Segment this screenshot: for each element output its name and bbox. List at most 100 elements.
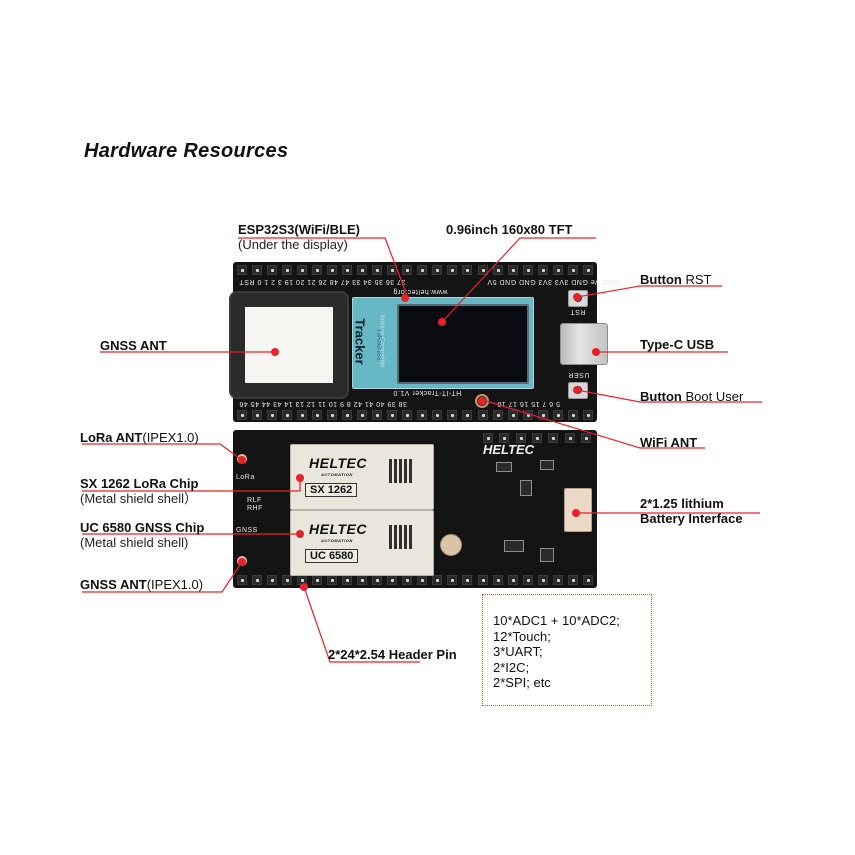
callout-uc6580: UC 6580 GNSS Chip (Metal shield shell) — [80, 520, 204, 550]
header-pin — [327, 575, 338, 585]
header-pin — [252, 575, 263, 585]
dot-header — [300, 583, 308, 591]
header-pin — [282, 575, 293, 585]
header-pin — [402, 575, 413, 585]
tracker-logo: Tracker — [353, 304, 377, 382]
buzzer — [440, 534, 462, 556]
smd-component — [540, 460, 554, 470]
bottom-pin-header — [237, 410, 593, 420]
callout-header-pin: 2*24*2.54 Header Pin — [328, 647, 457, 662]
bottom-pin-labels: 38 39 40 41 42 8 9 10 11 12 13 14 43 44 … — [239, 400, 407, 407]
gnss-patch-surface — [245, 307, 333, 383]
header-pin — [462, 575, 473, 585]
callout-header-label: 2*24*2.54 Header Pin — [328, 647, 457, 662]
board-brand: HELTEC — [483, 442, 534, 457]
header-pin — [447, 265, 458, 275]
peripherals-box: 10*ADC1 + 10*ADC2; 12*Touch; 3*UART; 2*I… — [482, 594, 652, 706]
callout-button-boot: Button Boot User — [640, 389, 743, 404]
smd-component — [540, 548, 554, 562]
leader-rst — [576, 285, 722, 298]
callout-type-c: Type-C USB — [640, 337, 714, 352]
leader-lora-ant — [82, 443, 243, 461]
header-pin — [237, 575, 247, 585]
header-pin — [417, 410, 428, 420]
header-pin — [582, 575, 593, 585]
user-silk: USER — [568, 371, 590, 378]
header-pin — [252, 265, 263, 275]
header-pin — [507, 575, 518, 585]
header-pin — [492, 575, 503, 585]
header-pin — [342, 575, 353, 585]
header-pin — [372, 265, 383, 275]
header-pin — [522, 410, 533, 420]
header-pin — [312, 265, 323, 275]
header-pin — [462, 410, 473, 420]
callout-gnss-ipex-bold: GNSS ANT — [80, 577, 147, 592]
header-pin — [567, 410, 578, 420]
callout-rst-rest: RST — [681, 272, 712, 287]
type-c-usb-port[interactable] — [560, 323, 608, 365]
header-pin — [342, 265, 353, 275]
gnss-silk: GNSS — [236, 527, 258, 534]
uc6580-qr-code — [389, 525, 413, 549]
dot-sx1262 — [296, 474, 304, 482]
callout-lora-ant: LoRa ANT(IPEX1.0) — [80, 430, 199, 445]
smd-component — [504, 540, 524, 552]
callout-gnss-ant-label: GNSS ANT — [100, 338, 167, 353]
header-pin — [477, 575, 488, 585]
callout-esp32-sub: (Under the display) — [238, 237, 348, 252]
header-pin — [282, 410, 293, 420]
sx1262-brand-sub: AUTOMATION — [321, 472, 353, 477]
callout-battery-line1: 2*1.25 lithium — [640, 496, 724, 511]
callout-esp32: ESP32S3(WiFi/BLE) (Under the display) — [238, 222, 360, 252]
peripheral-item: 3*UART; — [493, 644, 543, 659]
header-pin — [552, 575, 563, 585]
header-pin — [582, 265, 593, 275]
callout-lora-rest: (IPEX1.0) — [142, 430, 199, 445]
header-pin — [327, 265, 338, 275]
uc6580-chip-label: UC 6580 — [305, 549, 359, 563]
callout-sx1262-label: SX 1262 LoRa Chip — [80, 476, 199, 491]
header-pin — [252, 410, 263, 420]
header-pin — [507, 410, 518, 420]
header-pin — [417, 265, 428, 275]
bottom-pin-labels-right: 5 6 7 15 16 17 18 — [497, 400, 560, 407]
header-pin — [372, 575, 383, 585]
header-pin — [312, 410, 323, 420]
board-url: www.heltec.org — [393, 288, 448, 295]
callout-gnss-ipex: GNSS ANT(IPEX1.0) — [80, 577, 203, 592]
header-pin — [417, 575, 428, 585]
header-pin — [357, 410, 368, 420]
peripheral-item: 2*I2C; — [493, 659, 530, 675]
callout-battery-line2: Battery Interface — [640, 511, 743, 526]
uc6580-brand: HELTEC — [309, 521, 367, 537]
smd-component — [520, 480, 532, 496]
callout-wifi-ant: WiFi ANT — [640, 435, 697, 450]
display-arduino-text: Arduino-Compatible — [378, 314, 385, 368]
header-pin — [237, 410, 247, 420]
callout-gnss-ant: GNSS ANT — [100, 338, 167, 353]
callout-sx1262-sub: (Metal shield shell） — [80, 491, 198, 506]
sx1262-chip-label: SX 1262 — [305, 483, 358, 497]
dot-wifi — [478, 397, 486, 405]
peripheral-item: 2*SPI; etc — [493, 675, 551, 690]
header-pin — [387, 575, 398, 585]
dot-tft — [438, 318, 446, 326]
dot-lora-ant — [238, 456, 246, 464]
top-pin-labels-right: GND Ve GND 3V3 3V3 GND GND 5V — [487, 278, 619, 285]
callout-boot-bold: Button — [640, 389, 682, 404]
page-title: Hardware Resources — [84, 140, 289, 162]
header-pin — [477, 410, 488, 420]
battery-connector[interactable] — [564, 488, 592, 532]
callout-boot-rest: Boot User — [681, 389, 744, 404]
header-pin — [462, 265, 473, 275]
header-pin — [507, 265, 518, 275]
board-brand-text: HELTEC — [483, 442, 535, 457]
callout-esp32-label: ESP32S3(WiFi/BLE) — [238, 222, 360, 237]
header-pin — [552, 265, 563, 275]
header-pin — [342, 410, 353, 420]
header-pin — [447, 410, 458, 420]
board-model: HT-IT-Tracker V1.0 — [393, 389, 462, 396]
header-pin — [237, 265, 247, 275]
callout-gnss-ipex-rest: (IPEX1.0) — [146, 577, 204, 592]
